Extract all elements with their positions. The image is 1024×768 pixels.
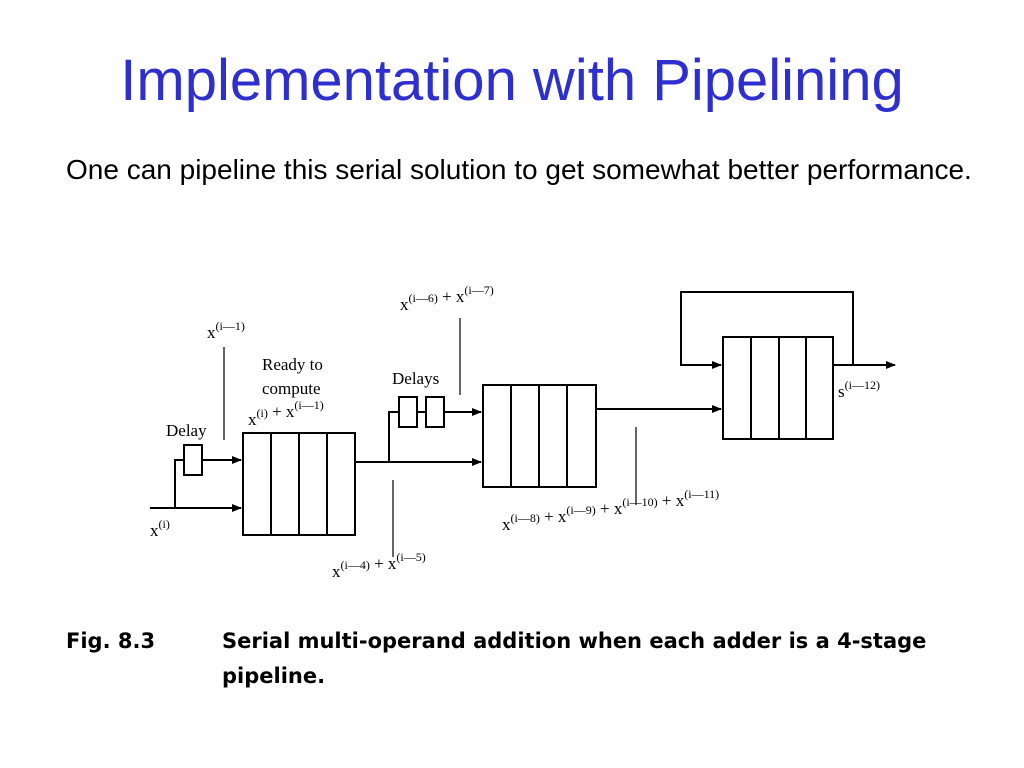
label-sum-8-11: x(i—8) + x(i—9) + x(i—10) + x(i—11) xyxy=(502,487,719,534)
wire-branch-delays xyxy=(388,411,399,462)
body-text: One can pipeline this serial solution to… xyxy=(66,154,972,185)
delay-element xyxy=(425,396,445,428)
label-compute: compute xyxy=(262,379,321,398)
label-delay: Delay xyxy=(166,421,207,440)
label-delays: Delays xyxy=(392,369,439,388)
caption-label: Fig. 8.3 xyxy=(66,629,156,653)
wire-branch-delay xyxy=(174,459,184,508)
label-ready-to: Ready to xyxy=(262,355,323,374)
label-x-i-1: x(i—1) xyxy=(207,319,245,342)
label-s-i-12: s(i—12) xyxy=(838,378,880,401)
label-sum-4-5: x(i—4) + x(i—5) xyxy=(332,550,426,581)
label-sum-6-7: x(i—6) + x(i—7) xyxy=(400,283,494,314)
label-sum-i-i1: x(i) + x(i—1) xyxy=(248,398,324,429)
slide-title: Implementation with Pipelining xyxy=(120,48,904,113)
caption-text: Serial multi-operand addition when each … xyxy=(222,629,927,688)
label-x-i: x(i) xyxy=(150,517,170,540)
delay-element xyxy=(183,444,203,476)
wire-feedback xyxy=(680,291,854,369)
delay-element xyxy=(398,396,418,428)
